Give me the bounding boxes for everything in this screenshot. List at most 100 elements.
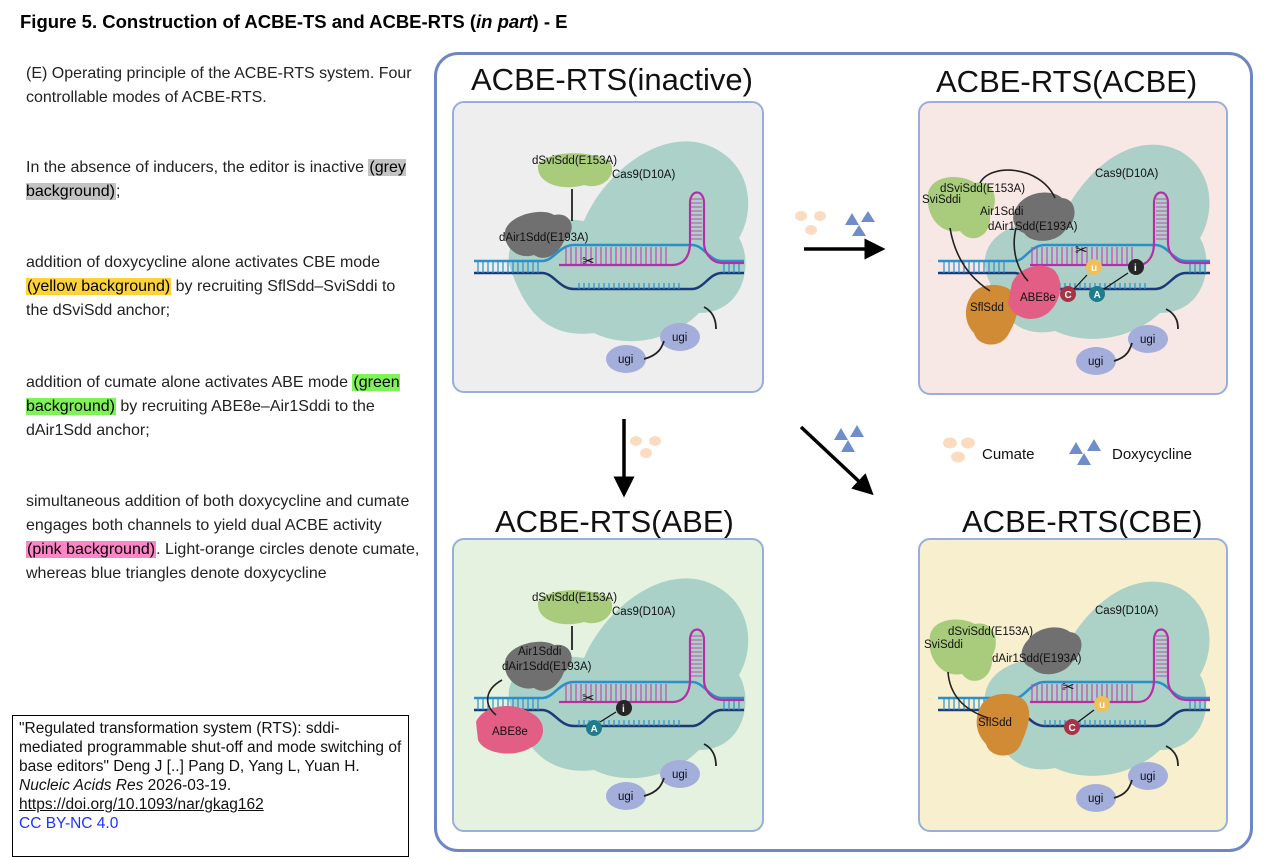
label-sflsdd: SflSdd: [978, 717, 1012, 729]
scissors-icon: ✂: [1075, 242, 1088, 259]
panel-title-inactive: ACBE-RTS(inactive): [471, 62, 753, 97]
label-abe8e: ABE8e: [492, 726, 528, 738]
abe-diagram: dSviSdd(E153A) Cas9(D10A) Air1Sddi dAir1…: [474, 578, 749, 810]
label-dair1sdd: dAir1Sdd(E193A): [992, 653, 1082, 665]
dsvisdd-blob: [537, 590, 613, 625]
sflsdd-blob: [976, 693, 1030, 756]
dna-top-strand: [938, 243, 1210, 263]
svisddi-blob: [927, 177, 995, 239]
label-sflsdd: SflSdd: [970, 302, 1004, 314]
base-c-label: C: [1069, 723, 1076, 734]
label-dair1sdd: dAir1Sdd(E193A): [499, 232, 589, 244]
citation-date: 2026-03-19.: [143, 777, 232, 794]
panel-cbe: dSviSdd(E153A) SviSddi dAir1Sdd(E193A) C…: [918, 538, 1228, 832]
panel-title-acbe: ACBE-RTS(ACBE): [936, 64, 1198, 99]
label-ugi-2: ugi: [1088, 793, 1103, 805]
dna-top-strand: [938, 680, 1210, 700]
acbe-diagram: dSviSdd(E153A) SviSddi Air1Sddi dAir1Sdd…: [922, 144, 1210, 375]
caption-text: simultaneous addition of both doxycyclin…: [26, 493, 410, 534]
figure-title-main: Figure 5. Construction of ACBE-TS and AC…: [20, 11, 476, 32]
label-ugi-1: ugi: [1140, 771, 1155, 783]
label-dsvisdd: dSviSdd(E153A): [532, 592, 617, 604]
label-dsvisdd: dSviSdd(E153A): [532, 155, 617, 167]
doi-link[interactable]: https://doi.org/10.1093/nar/gkag162: [19, 796, 264, 813]
caption-text: by recruiting ABE8e–Air1Sddi to the dAir…: [26, 398, 375, 439]
ugi-blob-2: [1076, 347, 1116, 375]
base-i: [616, 700, 632, 716]
guide-rna: [1030, 191, 1210, 267]
label-air1sddi: Air1Sddi: [980, 206, 1023, 218]
dna-bottom-strand: [474, 271, 744, 291]
base-u-label: u: [1099, 700, 1105, 711]
citation-journal: Nucleic Acids Res: [19, 777, 144, 794]
label-dsvisdd: dSviSdd(E153A): [940, 183, 1025, 195]
base-a-label: A: [591, 724, 598, 735]
caption-text: by recruiting SflSdd–SviSddi to the dSvi…: [26, 278, 396, 319]
panel-title-cbe: ACBE-RTS(CBE): [962, 504, 1203, 539]
scissors-icon: ✂: [582, 253, 595, 270]
ugi-blob-1: [660, 323, 700, 351]
ugi-blob-2: [606, 782, 646, 810]
label-cas9: Cas9(D10A): [612, 606, 675, 618]
label-dair1sdd: dAir1Sdd(E193A): [502, 661, 592, 673]
base-a: [586, 720, 602, 736]
cbe-diagram: dSviSdd(E153A) SviSddi dAir1Sdd(E193A) C…: [924, 581, 1210, 812]
label-svisddi: SviSddi: [924, 639, 963, 651]
label-ugi-2: ugi: [618, 354, 633, 366]
base-i-label: i: [1134, 263, 1137, 274]
cas9-protein: [984, 581, 1210, 776]
ugi-blob-1: [1128, 325, 1168, 353]
base-i: [1128, 259, 1144, 275]
dna-top-strand: [474, 680, 744, 700]
cas9-protein: [508, 578, 749, 779]
panel-inactive: dSviSdd(E153A) Cas9(D10A) dAir1Sdd(E193A…: [452, 101, 764, 393]
caption-intro: (E) Operating principle of the ACBE-RTS …: [26, 65, 412, 106]
citation-text: "Regulated transformation system (RTS): …: [19, 720, 402, 775]
license-link[interactable]: CC BY-NC 4.0: [19, 815, 119, 832]
ugi-linker: [703, 306, 717, 330]
dsvisdd-blob: [537, 153, 613, 188]
ugi-blob-2: [1076, 784, 1116, 812]
caption-acbe: simultaneous addition of both doxycyclin…: [26, 490, 421, 586]
base-c: [1060, 286, 1076, 302]
ugi-blob-1: [660, 760, 700, 788]
caption-inactive: In the absence of inducers, the editor i…: [26, 156, 421, 204]
label-svisddi: SviSddi: [922, 194, 961, 206]
base-c-label: C: [1065, 290, 1072, 301]
scissors-icon: ✂: [582, 690, 595, 707]
caption-text: addition of cumate alone activates ABE m…: [26, 374, 353, 391]
caption-abe: addition of cumate alone activates ABE m…: [26, 371, 421, 443]
caption-text: addition of doxycycline alone activates …: [26, 254, 380, 271]
dna-rungs: [477, 198, 740, 289]
abe8e-blob: [1008, 265, 1061, 319]
abe8e-blob: [476, 706, 544, 754]
dna-top-strand: [474, 243, 744, 263]
legend-cumate-label: Cumate: [982, 446, 1035, 463]
label-ugi-1: ugi: [672, 332, 687, 344]
base-c: [1064, 719, 1080, 735]
ugi-blob-2: [606, 345, 646, 373]
base-a: [1089, 286, 1105, 302]
base-a-label: A: [1094, 290, 1101, 301]
label-cas9: Cas9(D10A): [1095, 168, 1158, 180]
label-ugi-1: ugi: [1140, 334, 1155, 346]
figure-title-italic: in part: [475, 11, 533, 32]
figure-title: Figure 5. Construction of ACBE-TS and AC…: [20, 11, 567, 33]
caption-text: ;: [115, 183, 121, 200]
caption-cbe: addition of doxycycline alone activates …: [26, 251, 421, 323]
panel-abe: dSviSdd(E153A) Cas9(D10A) Air1Sddi dAir1…: [452, 538, 764, 832]
label-ugi-2: ugi: [1088, 356, 1103, 368]
guide-rna: [1030, 628, 1210, 704]
highlight-pink: (pink background): [26, 541, 157, 558]
label-cas9: Cas9(D10A): [1095, 605, 1158, 617]
legend-doxycycline-label: Doxycycline: [1112, 446, 1193, 463]
label-abe8e: ABE8e: [1020, 292, 1056, 304]
cas9-protein: [508, 141, 749, 342]
label-ugi-1: ugi: [672, 769, 687, 781]
label-air1sddi: Air1Sddi: [518, 646, 561, 658]
guide-rna: [559, 628, 744, 704]
panel-acbe: dSviSdd(E153A) SviSddi Air1Sddi dAir1Sdd…: [918, 101, 1228, 395]
citation-box: "Regulated transformation system (RTS): …: [12, 715, 409, 857]
ugi-blob-1: [1128, 762, 1168, 790]
svisddi-blob: [929, 619, 996, 681]
